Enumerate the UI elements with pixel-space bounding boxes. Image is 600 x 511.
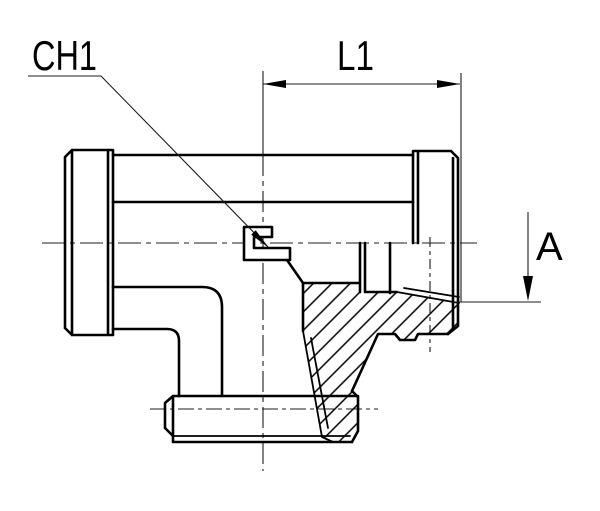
l1-left-arrowhead (263, 80, 286, 88)
ch1-leader-line (28, 75, 269, 248)
right-port-thread-taper (396, 291, 460, 304)
bottom-port-thread-root (310, 337, 329, 429)
branch-cap-right-edge (350, 389, 360, 444)
bottom-port-thread-taper (302, 330, 323, 438)
right-port-bore-section (301, 241, 399, 333)
bottom-port-mouth-chamfer (321, 436, 334, 443)
label-length-l1: L1 (337, 32, 374, 79)
l1-right-arrowhead (437, 80, 460, 88)
ch1-leader-arrowhead (251, 230, 269, 248)
dimensions (28, 73, 541, 303)
left-cap (63, 148, 115, 337)
bore-bottom-line (111, 285, 224, 398)
label-dim-a: A (536, 225, 563, 269)
fitting-outline (63, 148, 460, 444)
hex-symbol-connector (285, 258, 305, 285)
a-down-arrowhead (523, 276, 533, 301)
right-port-mouth-chamfer (403, 287, 460, 298)
dimension-arrowheads (251, 80, 533, 301)
right-cap (411, 149, 460, 336)
web-bottom-profile (350, 332, 450, 393)
tube-bottom-edge (111, 327, 181, 398)
bottom-cap (163, 394, 360, 444)
section-hatch-region (303, 283, 459, 442)
label-wrench-size: CH1 (32, 32, 97, 79)
thread-detail-lines (173, 287, 460, 443)
